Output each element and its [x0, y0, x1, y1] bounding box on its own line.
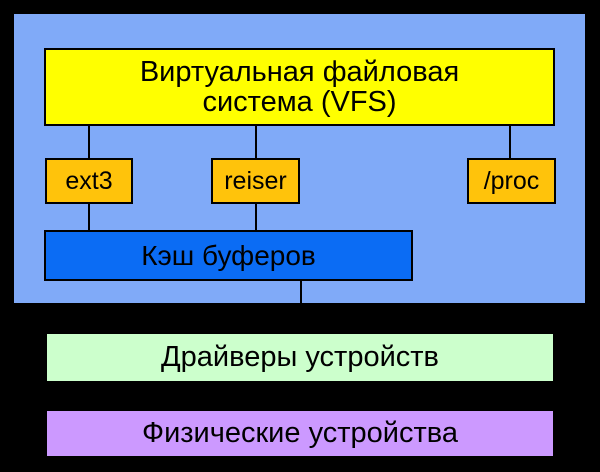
fs-box-reiser: reiser: [211, 158, 300, 204]
connector-ext3-cache: [88, 203, 90, 231]
device-drivers-label: Драйверы устройств: [161, 341, 439, 373]
connector-reiser-cache: [255, 203, 257, 231]
buffer-cache-label: Кэш буферов: [141, 239, 316, 271]
fs-box-proc: /proc: [467, 158, 556, 204]
vfs-box: Виртуальная файловая система (VFS): [44, 48, 555, 126]
fs-box-proc-label: /proc: [483, 166, 540, 195]
physical-devices-label: Физические устройства: [142, 417, 458, 449]
connector-vfs-reiser: [255, 126, 257, 158]
connector-vfs-ext3: [88, 126, 90, 158]
physical-devices-box: Физические устройства: [45, 409, 555, 458]
device-drivers-box: Драйверы устройств: [45, 332, 555, 383]
vfs-box-label-line1: Виртуальная файловая: [139, 56, 460, 88]
buffer-cache-box: Кэш буферов: [44, 230, 413, 281]
fs-box-ext3-label: ext3: [65, 166, 113, 195]
fs-box-reiser-label: reiser: [224, 166, 287, 195]
connector-cache-drivers: [300, 280, 302, 303]
vfs-box-label-line2: система (VFS): [202, 86, 397, 118]
connector-vfs-proc: [509, 126, 511, 158]
fs-box-ext3: ext3: [45, 158, 133, 204]
